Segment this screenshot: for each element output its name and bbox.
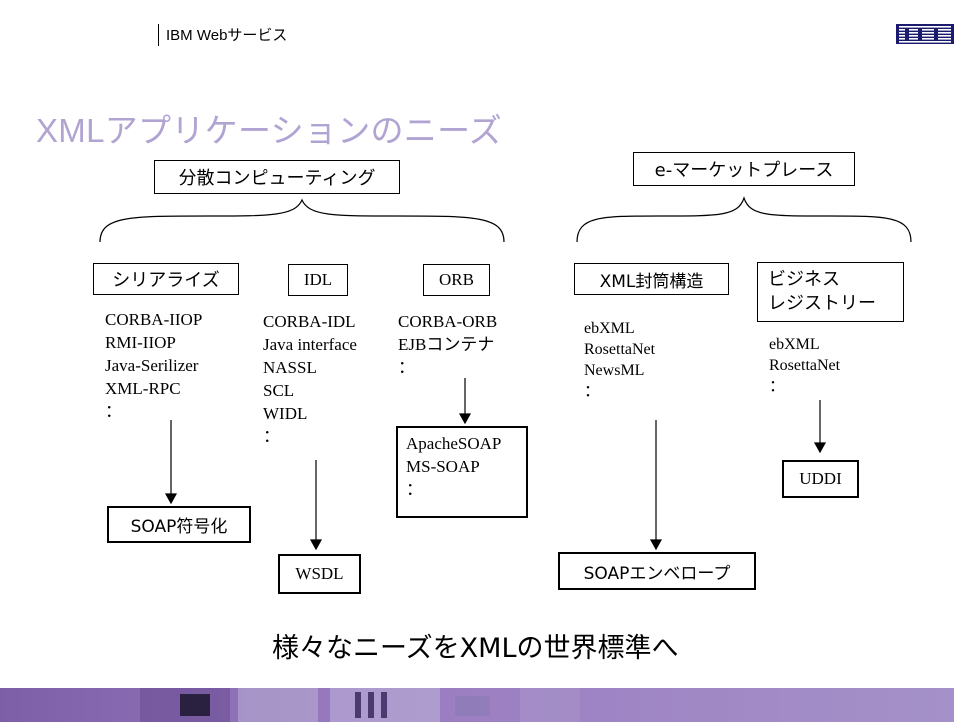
page-title: XMLアプリケーションのニーズ	[36, 112, 503, 149]
list-item: Java interface	[263, 335, 357, 354]
category-xml-envelope: XML封筒構造	[574, 263, 729, 295]
category-orb: ORB	[423, 264, 490, 296]
list-item: NASSL	[263, 358, 317, 377]
category-business-registry-line1: ビジネス	[768, 269, 840, 290]
list-xml-envelope: ebXML RosettaNet NewsML ：	[584, 318, 655, 402]
brace-distributed	[99, 198, 505, 243]
result-soap-implementation-item: ApacheSOAP	[406, 434, 502, 453]
list-item: ：	[584, 383, 601, 400]
header-divider	[158, 24, 159, 46]
category-idl: IDL	[288, 264, 348, 296]
group-e-marketplace: e-マーケットプレース	[633, 152, 855, 186]
list-item: CORBA-ORB	[398, 312, 498, 331]
list-item: ebXML	[584, 320, 635, 337]
list-serialize: CORBA-IIOP RMI-IIOP Java-Serilizer XML-R…	[105, 308, 202, 423]
brace-emarket	[576, 196, 912, 243]
result-wsdl: WSDL	[278, 554, 361, 594]
list-business-registry: ebXML RosettaNet ：	[769, 334, 840, 397]
list-item: XML-RPC	[105, 379, 181, 398]
list-item: RosettaNet	[769, 357, 841, 374]
result-soap-implementations: ApacheSOAP MS-SOAP ：	[396, 426, 528, 518]
conclusion-text: 様々なニーズをXMLの世界標準へ	[272, 633, 679, 664]
list-item: RosettaNet	[584, 341, 656, 358]
list-idl: CORBA-IDL Java interface NASSL SCL WIDL …	[263, 310, 357, 448]
list-item: SCL	[263, 381, 295, 400]
result-soap-envelope: SOAPエンベロープ	[558, 552, 756, 590]
list-item: ：	[398, 358, 415, 377]
ibm-logo	[896, 24, 954, 44]
list-item: ：	[263, 427, 280, 446]
list-item: ebXML	[769, 336, 820, 353]
result-soap-encoding: SOAP符号化	[107, 506, 251, 543]
header-section-label: IBM Webサービス	[166, 27, 288, 44]
list-item: NewsML	[584, 362, 645, 379]
category-business-registry-line2: レジストリー	[768, 293, 876, 314]
result-soap-implementation-item: MS-SOAP	[406, 457, 480, 476]
group-distributed-computing: 分散コンピューティング	[154, 160, 400, 194]
list-item: RMI-IIOP	[105, 333, 176, 352]
footer-pattern	[140, 688, 580, 722]
list-item: ：	[769, 378, 786, 395]
category-serialize: シリアライズ	[93, 263, 239, 295]
list-item: ：	[105, 402, 122, 421]
list-item: CORBA-IIOP	[105, 310, 203, 329]
footer-banner	[0, 688, 954, 722]
list-item: Java-Serilizer	[105, 356, 199, 375]
list-item: EJBコンテナ	[398, 335, 495, 354]
slide-header: IBM Webサービス	[0, 0, 954, 60]
list-orb: CORBA-ORB EJBコンテナ ：	[398, 310, 497, 379]
list-item: CORBA-IDL	[263, 312, 356, 331]
result-soap-implementation-item: ：	[406, 480, 423, 499]
ibm-logo-graphic	[896, 24, 954, 44]
category-business-registry: ビジネス レジストリー	[757, 262, 904, 322]
list-item: WIDL	[263, 404, 308, 423]
result-uddi: UDDI	[782, 460, 859, 498]
